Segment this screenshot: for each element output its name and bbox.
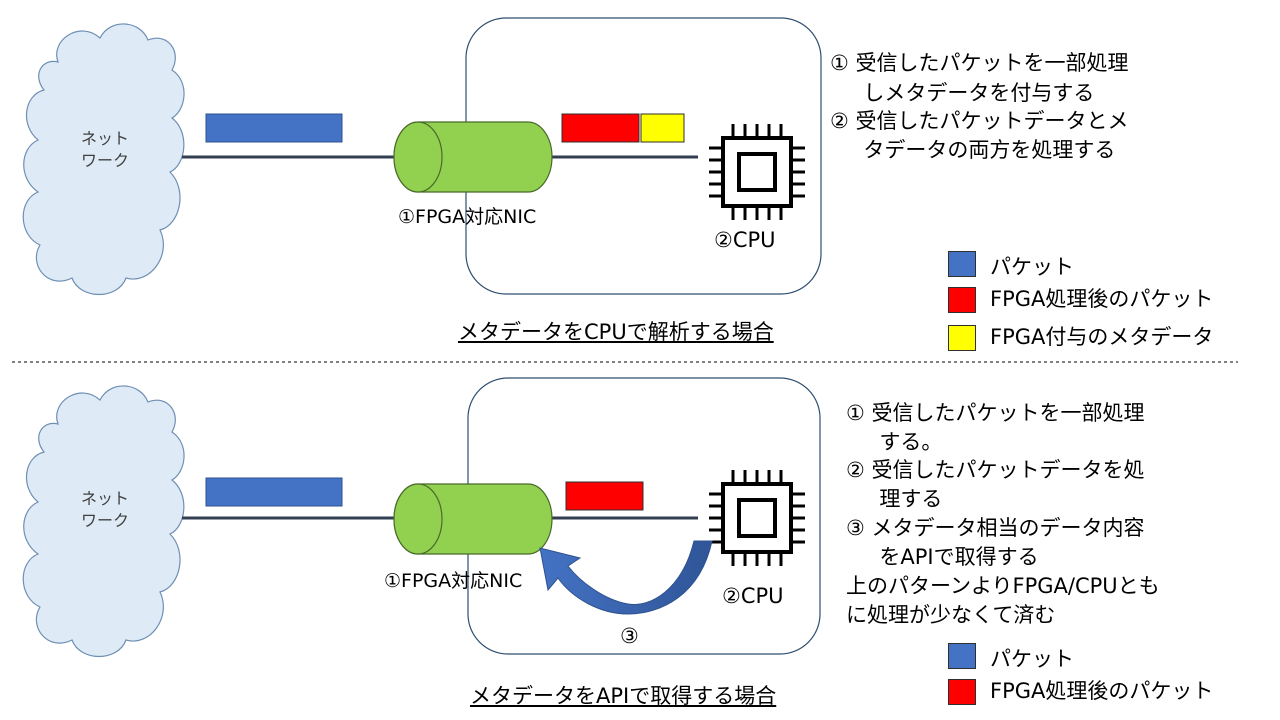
network-cloud-top — [22, 23, 185, 296]
legend-label: パケット — [990, 255, 1074, 279]
caption-top: メタデータをCPUで解析する場合 — [458, 320, 774, 344]
note-line: ② 受信したパケットデータとメ — [830, 109, 1129, 133]
legend-label: FPGA処理後のパケット — [990, 287, 1214, 311]
packet-block-bottom — [205, 477, 343, 507]
cpu-chip-icon-top — [709, 124, 805, 220]
curved-arrow-icon — [539, 540, 713, 615]
note-line: に処理が少なくて済む — [846, 603, 1056, 627]
metadata-block-top — [640, 113, 685, 143]
note-line: ③ メタデータ相当のデータ内容 — [846, 516, 1145, 540]
legend-swatch-metadata — [948, 325, 976, 351]
note-line: ① 受信したパケットを一部処理 — [830, 51, 1129, 75]
arrow-step-label: ③ — [620, 624, 639, 648]
cloud-label-top: ネット ワーク — [80, 129, 129, 170]
legend-label: FPGA付与のメタデータ — [990, 325, 1214, 349]
legend-label: パケット — [990, 647, 1074, 671]
cpu-chip-icon-bottom — [709, 470, 805, 566]
packet-block-top — [205, 113, 343, 143]
legend-label: FPGA処理後のパケット — [990, 679, 1214, 703]
note-line: 上のパターンよりFPGA/CPUとも — [846, 574, 1160, 598]
processed-packet-block-top — [561, 113, 640, 143]
note-line: する。 — [846, 430, 943, 454]
note-line: タデータの両方を処理する — [830, 138, 1116, 162]
caption-bottom: メタデータをAPIで取得する場合 — [470, 684, 777, 708]
note-line: 理する — [846, 487, 943, 511]
note-line: しメタデータを付与する — [830, 81, 1095, 105]
cpu-label-bottom: ②CPU — [722, 584, 784, 608]
legend-swatch-processed — [948, 287, 976, 313]
note-line: ② 受信したパケットデータを処 — [846, 458, 1145, 482]
cpu-label-top: ②CPU — [714, 228, 776, 252]
legend-swatch-packet — [948, 643, 976, 669]
cloud-label-bottom: ネット ワーク — [80, 489, 129, 530]
nic-cylinder-bottom — [393, 483, 553, 555]
note-line: ① 受信したパケットを一部処理 — [846, 401, 1145, 425]
nic-label-top: ①FPGA対応NIC — [398, 206, 537, 228]
network-cloud-bottom — [22, 385, 185, 658]
nic-cylinder-top — [393, 121, 553, 193]
processed-packet-block-bottom — [565, 481, 644, 511]
nic-label-bottom: ①FPGA対応NIC — [384, 570, 523, 592]
note-line: をAPIで取得する — [846, 545, 1039, 569]
legend-swatch-packet — [948, 251, 976, 277]
legend-swatch-processed — [948, 679, 976, 705]
